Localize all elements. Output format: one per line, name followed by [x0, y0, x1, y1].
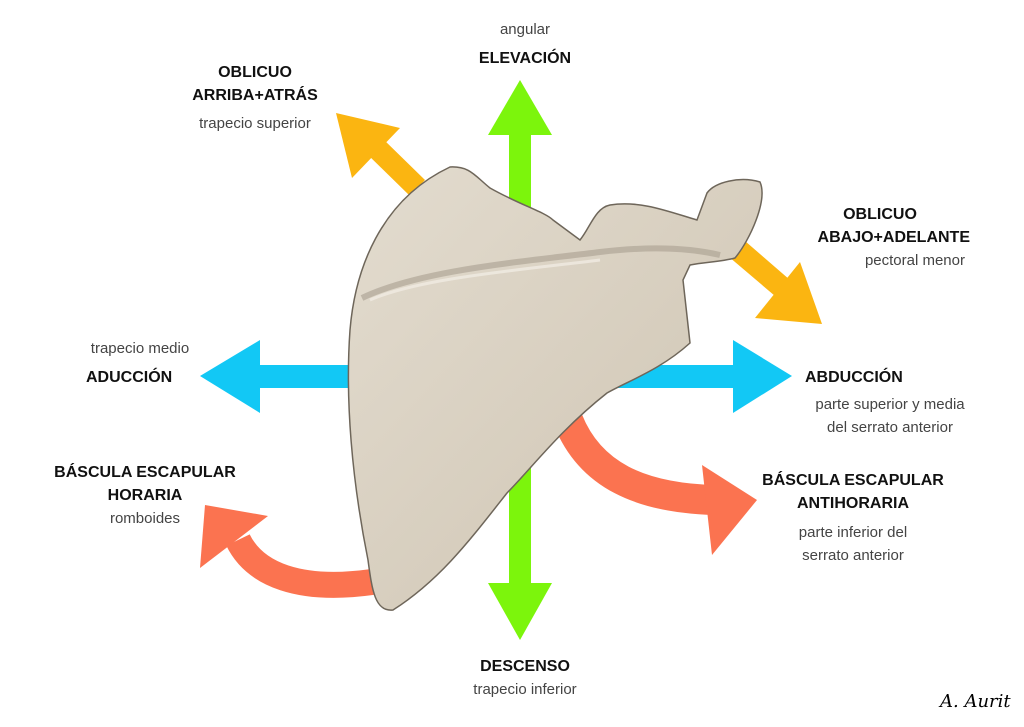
depression-title: DESCENSO [480, 658, 570, 675]
counterclockwise-muscle-2: serrato anterior [802, 547, 904, 564]
elevation-title: ELEVACIÓN [478, 50, 572, 67]
counterclockwise-title-1: BÁSCULA ESCAPULAR [762, 472, 944, 489]
clockwise-title-1: BÁSCULA ESCAPULAR [54, 464, 236, 481]
oblique-down-muscle: pectoral menor [864, 252, 965, 269]
arrow-rotation-clockwise [200, 505, 374, 598]
label-abduction: ABDUCCIÓN parte superior y media del ser… [790, 366, 990, 439]
oblique-down-title-1: OBLICUO [843, 206, 917, 223]
label-clockwise-rotation: BÁSCULA ESCAPULAR HORARIA romboides [20, 461, 270, 530]
label-oblique-up: OBLICUO ARRIBA+ATRÁS trapecio superior [160, 61, 350, 135]
scapula-bone [347, 166, 763, 611]
arrow-rotation-counterclockwise [554, 413, 757, 555]
adduction-title: ADUCCIÓN [86, 369, 173, 386]
depression-muscle: trapecio inferior [473, 681, 577, 698]
abduction-muscle-1: parte superior y media [815, 396, 965, 413]
label-elevation: angular ELEVACIÓN [440, 18, 610, 70]
oblique-down-title-2: ABAJO+ADELANTE [817, 229, 970, 246]
signature: A. Aurit [938, 691, 1011, 712]
clockwise-muscle: romboides [109, 510, 181, 527]
counterclockwise-title-2: ANTIHORARIA [797, 495, 909, 512]
label-oblique-down: OBLICUO ABAJO+ADELANTE pectoral menor [770, 203, 970, 272]
adduction-muscle: trapecio medio [90, 340, 190, 357]
label-counterclockwise-rotation: BÁSCULA ESCAPULAR ANTIHORARIA parte infe… [728, 469, 978, 567]
abduction-title: ABDUCCIÓN [805, 369, 903, 386]
oblique-up-title-1: OBLICUO [218, 64, 292, 81]
counterclockwise-muscle-1: parte inferior del [798, 524, 908, 541]
label-depression: DESCENSO trapecio inferior [430, 655, 620, 701]
elevation-subtitle: angular [499, 21, 551, 38]
clockwise-title-2: HORARIA [107, 487, 183, 504]
arrow-oblique-up-back [336, 113, 425, 196]
oblique-up-muscle: trapecio superior [199, 115, 311, 132]
abduction-muscle-2: del serrato anterior [827, 419, 953, 436]
oblique-up-title-2: ARRIBA+ATRÁS [192, 87, 318, 104]
label-adduction: trapecio medio ADUCCIÓN [60, 337, 220, 389]
